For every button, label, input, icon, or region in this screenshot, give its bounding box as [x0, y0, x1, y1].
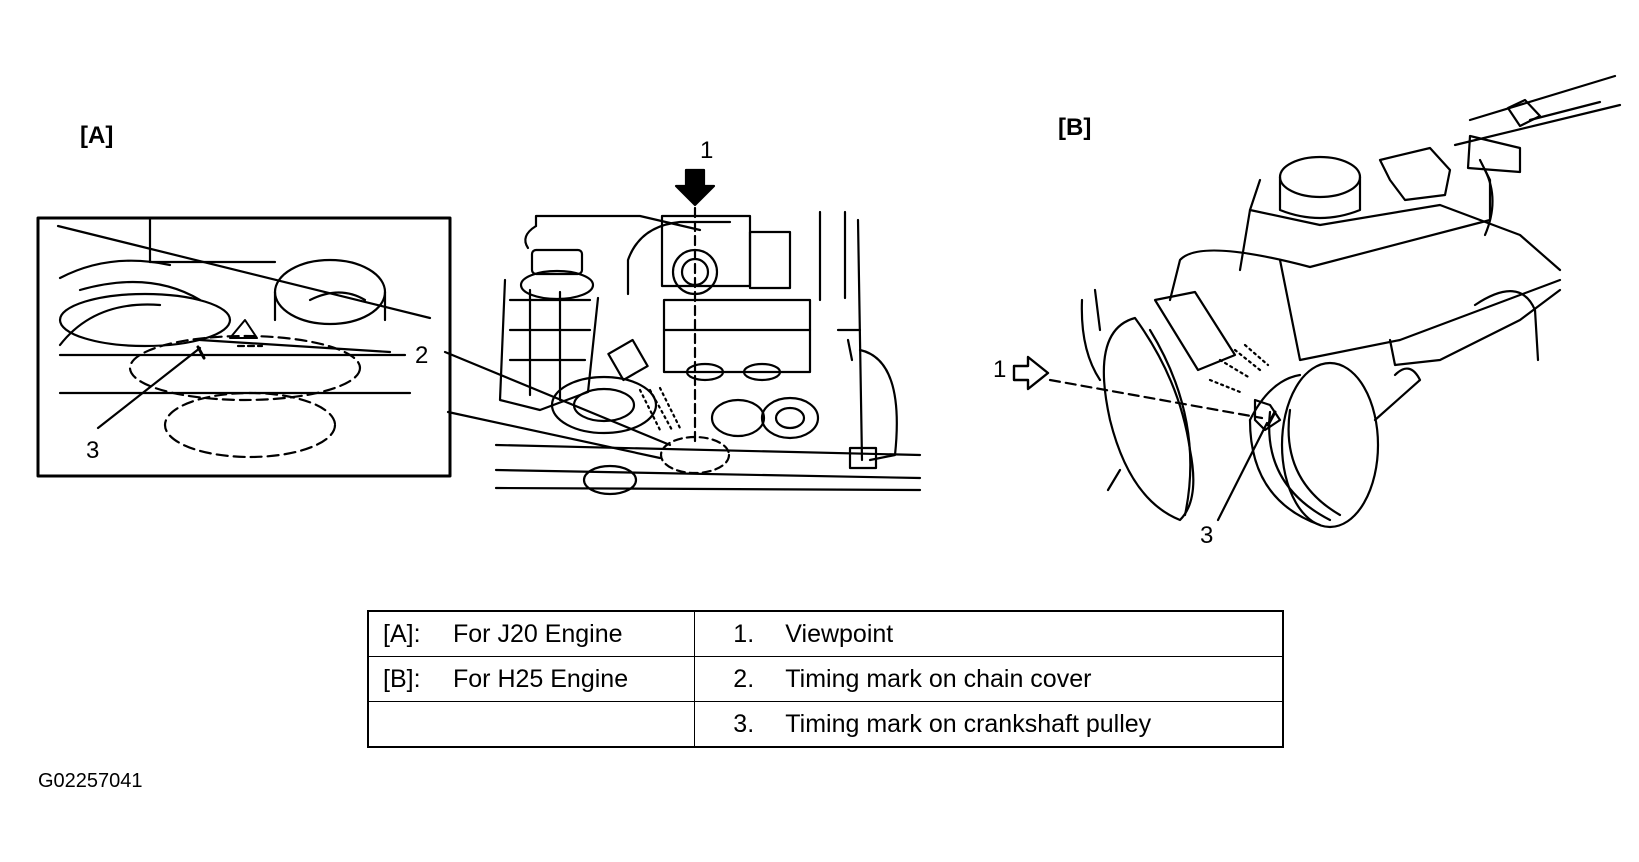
viewpoint-arrow-down	[674, 168, 716, 207]
callout-number-3: 3	[86, 437, 100, 464]
legend-number: 2.	[733, 664, 755, 693]
engine-front-view-j20	[494, 178, 922, 496]
panel-label-a: [A]	[80, 122, 114, 149]
legend-number: 1.	[733, 619, 755, 648]
legend-row: [B]: For H25 Engine 2. Timing mark on chai…	[367, 656, 1284, 702]
zoom-line-upper	[443, 350, 672, 447]
viewpoint-arrow-right	[1012, 355, 1050, 391]
inset-detail-view	[36, 216, 452, 478]
legend-key: [A]:	[383, 619, 421, 648]
callout-number-1: 1	[700, 137, 714, 164]
legend-number: 3.	[733, 709, 755, 738]
legend-engine: For H25 Engine	[453, 664, 629, 693]
zoom-line-lower	[446, 410, 662, 460]
panel-label-b: [B]	[1058, 114, 1092, 141]
callout-number-2: 2	[415, 342, 429, 369]
legend-engine-cell: [B]: For H25 Engine	[367, 656, 696, 702]
callout-number-1-b: 1	[993, 356, 1007, 383]
callout-number-3-b: 3	[1200, 522, 1214, 549]
legend-key: [B]:	[383, 664, 421, 693]
legend-desc-cell: 3. Timing mark on crankshaft pulley	[694, 701, 1284, 748]
legend-engine-cell	[367, 701, 696, 748]
legend-description: Viewpoint	[785, 619, 894, 648]
engine-side-view-h25	[1048, 74, 1622, 529]
legend-row: [A]: For J20 Engine 1. Viewpoint	[367, 610, 1284, 657]
legend-description: Timing mark on crankshaft pulley	[785, 709, 1152, 738]
legend-engine-cell: [A]: For J20 Engine	[367, 610, 696, 657]
legend-engine: For J20 Engine	[453, 619, 623, 648]
figure-id: G02257041	[38, 770, 143, 792]
legend-description: Timing mark on chain cover	[785, 664, 1092, 693]
legend-desc-cell: 1. Viewpoint	[694, 610, 1284, 657]
legend-table: [A]: For J20 Engine 1. Viewpoint [B]: For H…	[367, 610, 1284, 748]
legend-desc-cell: 2. Timing mark on chain cover	[694, 656, 1284, 702]
legend-row: 3. Timing mark on crankshaft pulley	[367, 701, 1284, 748]
